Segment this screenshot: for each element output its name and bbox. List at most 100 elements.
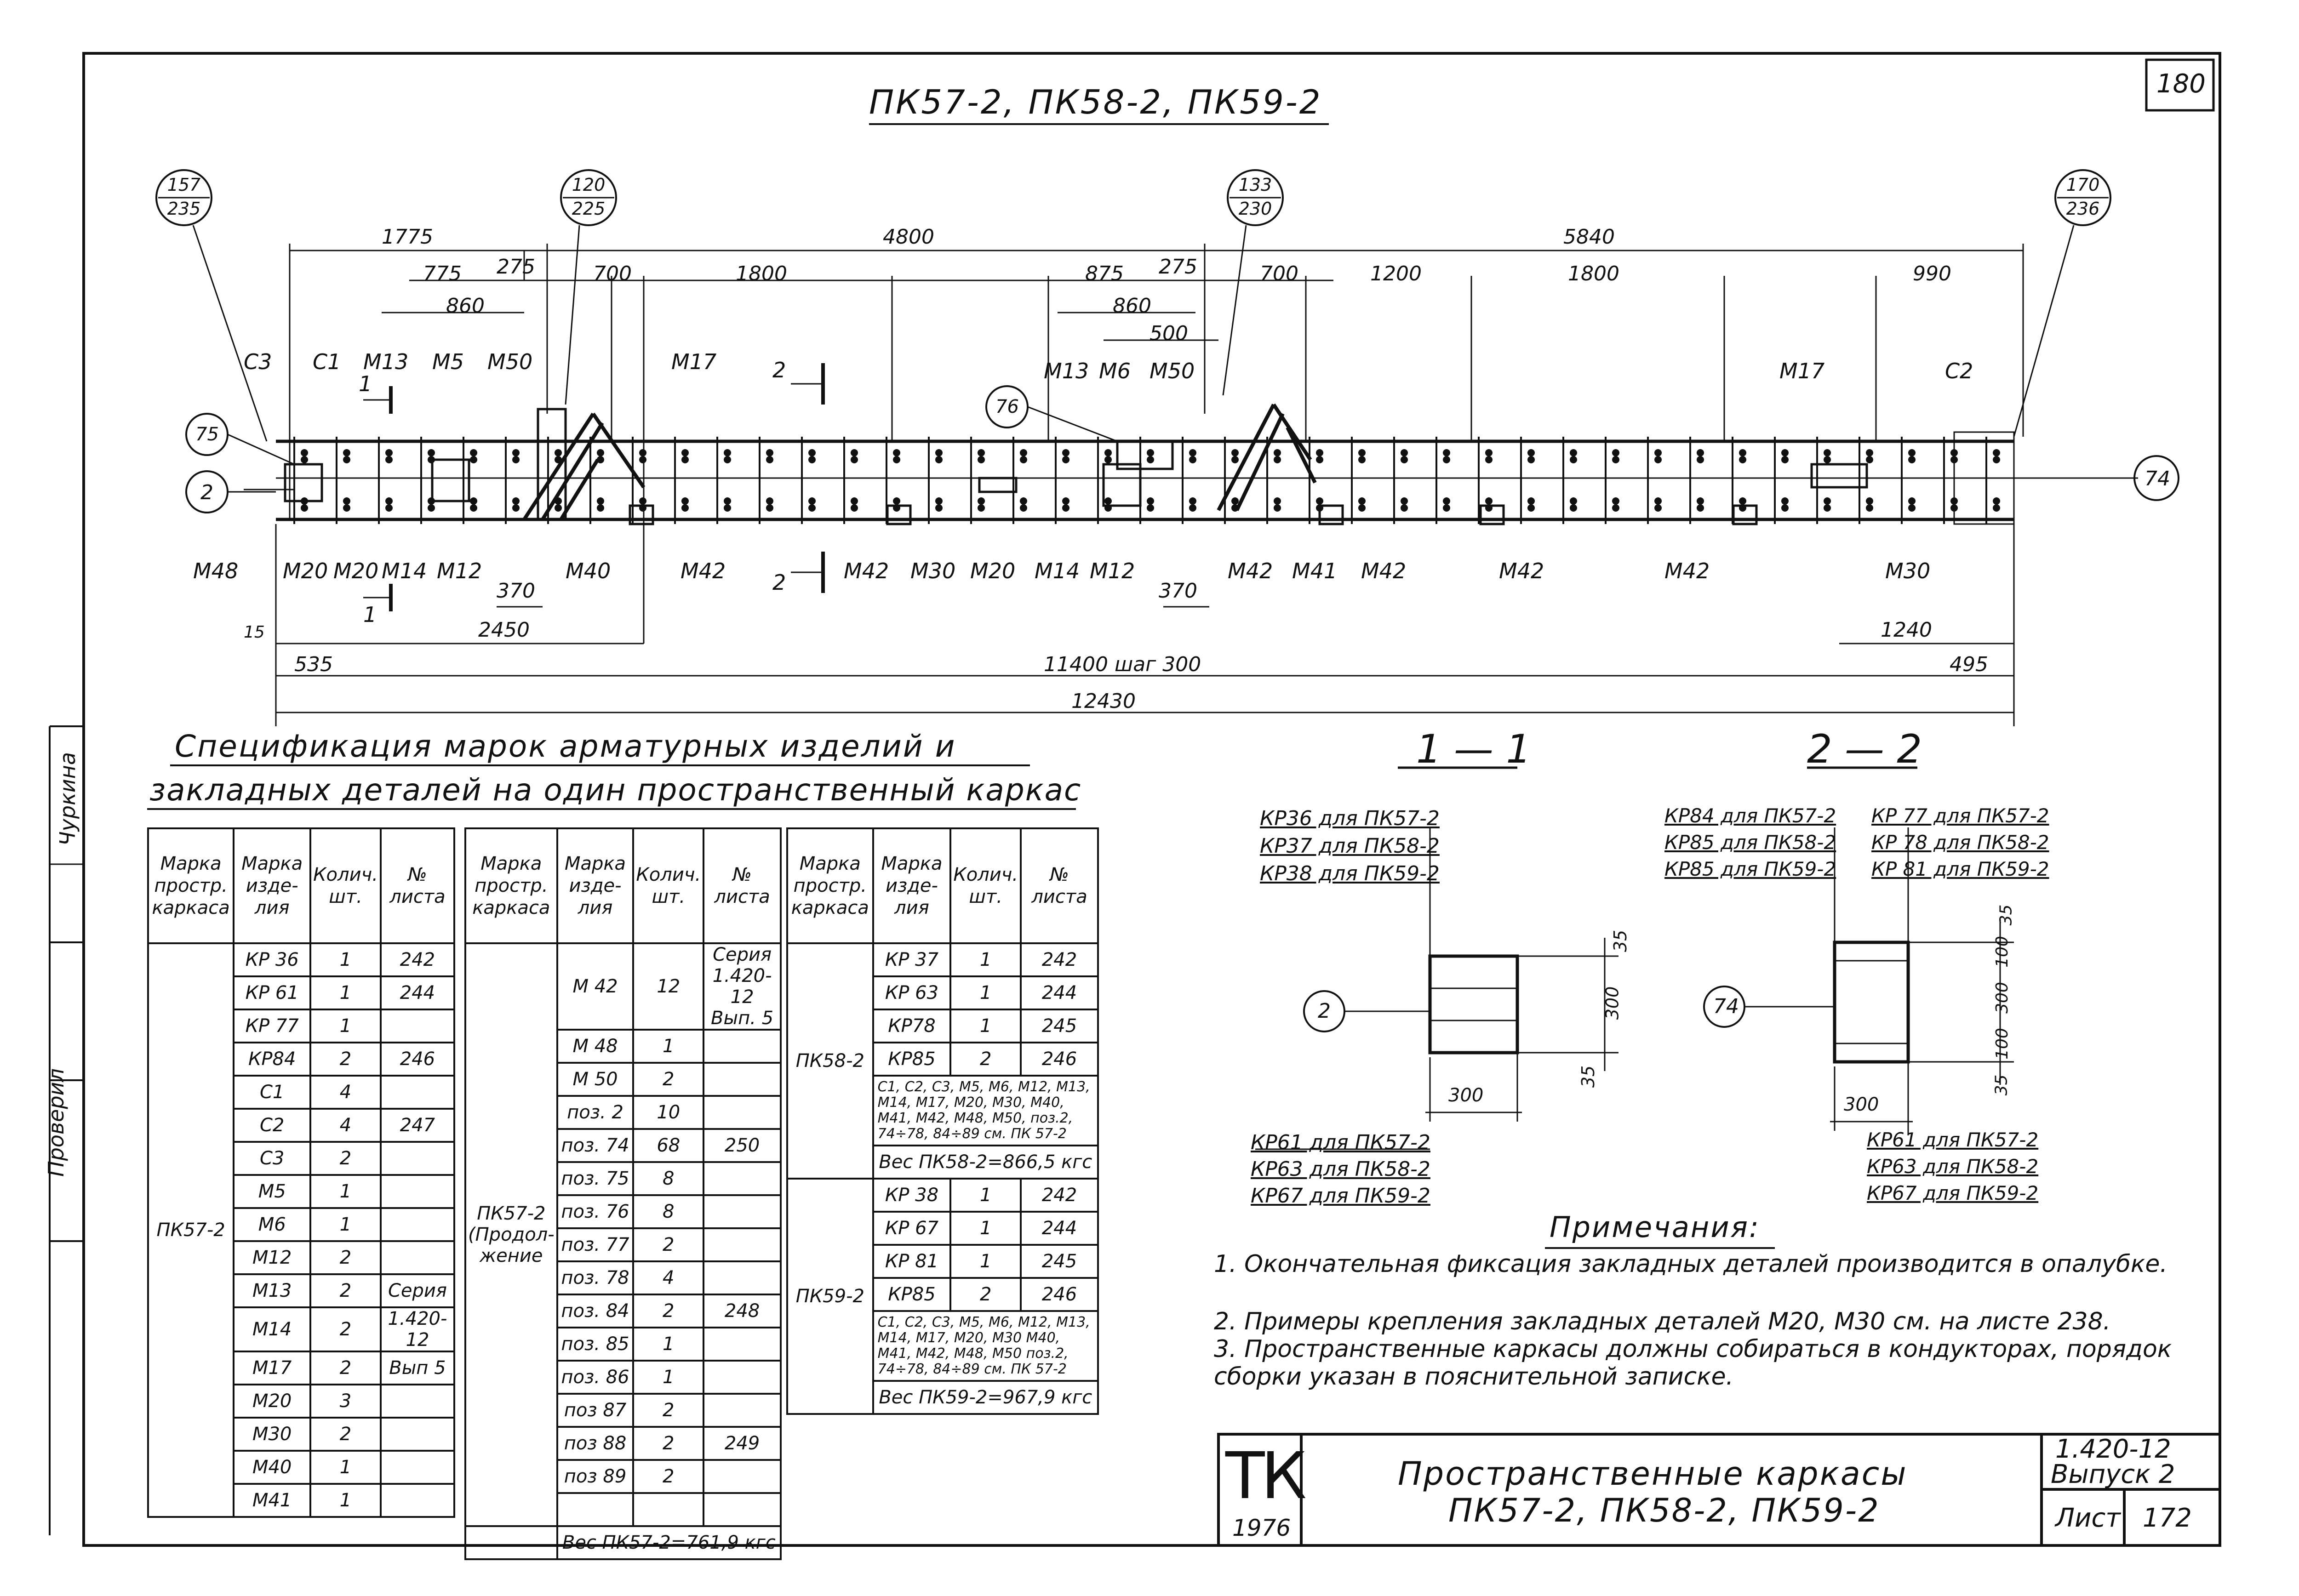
sheet-cell: 246 [379,1042,456,1077]
dim-2450: 2450 [478,618,530,642]
item-mark-cell: КР84 [233,1042,312,1077]
sheet-cell: 244 [379,975,456,1010]
item-mark-cell: КР 61 [233,975,312,1010]
s11-top-1: КР36 для ПК57-2 [1260,807,1440,830]
item-mark-cell: С2 [233,1108,312,1143]
callout-225: 225 [572,199,606,219]
s22-tl-3: КР85 для ПК59-2 [1664,858,1836,880]
hdr-mark-item-3: Марка изде- лия [872,827,952,944]
dim-860a: 860 [446,294,485,318]
stamp-title-1: Пространственные каркасы [1398,1455,1908,1493]
qty-cell: 2 [632,1294,705,1328]
spec-table-3: Марка простр. каркаса Марка изде- лия Ко… [786,827,1099,1415]
qty-cell: 2 [949,1042,1022,1077]
mark-m14a: М14 [382,559,427,583]
dim-700b: 700 [1260,262,1298,285]
mark-c2: С2 [1945,359,1973,383]
mark-m42b: М42 [844,559,889,583]
sheet-cell: 245 [1020,1244,1099,1279]
sheet-cell [703,1360,782,1395]
mark-m12a: М12 [437,559,482,583]
sheet-cell: 245 [1020,1009,1099,1043]
qty-cell: 2 [309,1141,382,1176]
qty-cell: 1 [949,1178,1022,1213]
qty-cell: 1 [949,1009,1022,1043]
frame-mark-cell: ПК58-2 [786,942,874,1180]
sheet-cell [379,1240,456,1275]
s22-dim-300: 300 [1992,982,2012,1014]
note-cell: С1, С2, С3, М5, М6, М12, М13, М14, М17, … [872,1310,1099,1382]
mark-m42e: М42 [1499,559,1544,583]
item-mark-cell: М40 [233,1450,312,1485]
section-1-1-title: 1 — 1 [1416,726,1532,772]
qty-cell: 1 [309,1009,382,1043]
qty-cell: 2 [632,1227,705,1262]
dim-370b: 370 [1159,579,1197,603]
qty-cell: 1 [309,942,382,977]
item-mark-cell: М17 [233,1351,312,1385]
s22-dim-w: 300 [1844,1094,1879,1115]
side-stamp-checked: Проверил [44,1068,69,1177]
sheet-cell: 244 [1020,975,1099,1010]
sheet-cell [379,1450,456,1485]
weight-cell: Вес ПК57-2=761,9 кгс [556,1525,782,1560]
mark-m42f: М42 [1664,559,1710,583]
mark-m30b: М30 [1885,559,1931,583]
table-row [465,1492,782,1527]
mark-c3: С3 [244,349,272,374]
callout-236: 236 [2066,199,2100,219]
sheet-cell [703,1095,782,1130]
qty-cell: 4 [632,1260,705,1295]
mark-m20a: М20 [283,559,328,583]
sheet-cell [379,1207,456,1242]
elevation-view [155,169,2179,726]
sheet-frame [82,52,2221,1547]
section-1-1 [1255,766,1618,1150]
sheet-cell [379,1417,456,1452]
qty-cell: 1 [632,1029,705,1064]
item-mark-cell [556,1492,635,1527]
empty-cell [464,1525,558,1560]
mark-m30a: М30 [910,559,956,583]
end-node-left: 2 [200,481,213,504]
s11-dim-w: 300 [1448,1085,1484,1106]
spec-title-1: Спецификация марок арматурных изделий и [175,729,956,764]
mark-m48: М48 [193,559,239,583]
sheet-cell [703,1492,782,1527]
item-mark-cell: поз. 77 [556,1227,635,1262]
stamp-issue: Выпуск 2 [2051,1459,2175,1489]
node-75: 75 [195,424,219,445]
spec-table-1: Марка простр. каркаса Марка изде- лия Ко… [147,827,456,1518]
qty-cell: 8 [632,1161,705,1196]
item-mark-cell: КР78 [872,1009,952,1043]
item-mark-cell: поз. 74 [556,1128,635,1163]
item-mark-cell: КР 77 [233,1009,312,1043]
callout-133: 133 [1238,175,1272,195]
s11-dim-35a: 35 [1610,929,1631,952]
mark-m12b: М12 [1090,559,1135,583]
hdr-mark-frame-3: Марка простр. каркаса [786,827,874,944]
dim-1240: 1240 [1881,618,1932,642]
item-mark-cell: С3 [233,1141,312,1176]
section-mark-2-top: 2 [772,358,786,382]
sheet-cell: 246 [1020,1042,1099,1077]
qty-cell: 2 [309,1306,382,1352]
frame-mark-cell: ПК57-2 [147,942,235,1518]
hdr-mark-item: Марка изде- лия [233,827,312,944]
